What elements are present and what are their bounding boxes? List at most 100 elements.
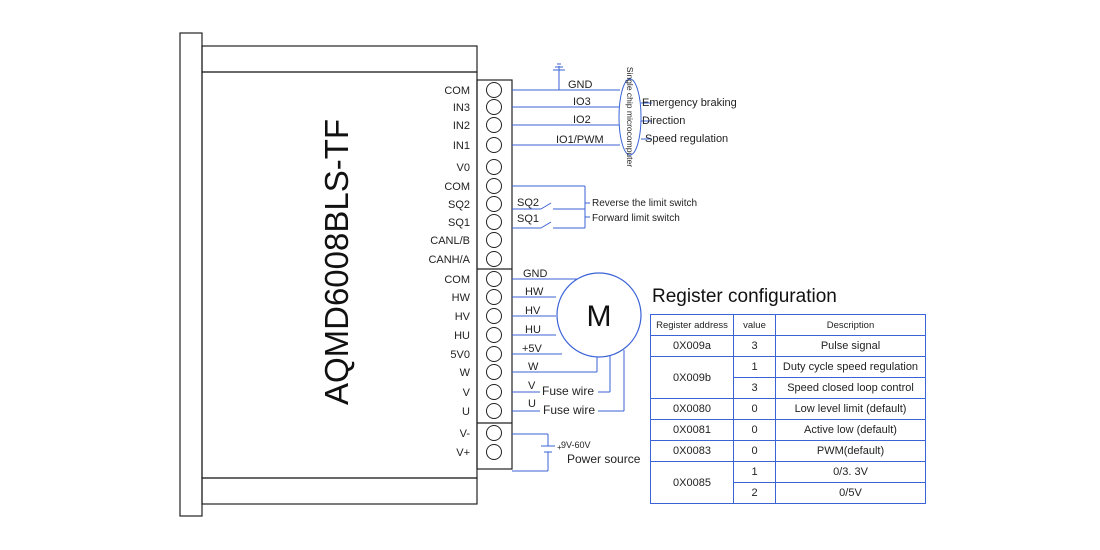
func-speed-label: Speed regulation: [645, 133, 728, 145]
motor-label: M: [587, 300, 612, 333]
register-address: 0X0083: [650, 440, 734, 462]
terminal-label: U: [462, 406, 470, 418]
terminal-label: W: [460, 367, 471, 379]
terminal-screw: [486, 178, 502, 194]
plus-sign: +: [557, 443, 562, 452]
register-value: 0: [733, 398, 776, 420]
power-source-label: Power source: [567, 452, 641, 466]
register-header-row: Register address value Description: [650, 314, 926, 336]
wire-io2-label: IO2: [573, 114, 591, 126]
terminal-label: V-: [460, 428, 471, 440]
terminal-label: HV: [455, 311, 471, 323]
terminal-label: COM: [444, 85, 470, 97]
terminal-screw: [486, 346, 502, 362]
terminal-label: IN2: [453, 120, 470, 132]
control-wires: [512, 63, 652, 146]
terminal-screw: [486, 232, 502, 248]
terminal-screw: [486, 214, 502, 230]
register-value: 2: [733, 482, 776, 504]
forward-limit-label: Forward limit switch: [592, 213, 680, 224]
register-value: 3: [733, 335, 776, 357]
register-value: 0: [733, 440, 776, 462]
terminal-screw: [486, 425, 502, 441]
terminal-screw: [486, 403, 502, 419]
terminal-label: IN1: [453, 140, 470, 152]
terminal-label: V: [463, 387, 471, 399]
terminal-label: V+: [456, 447, 470, 459]
register-address: 0X0085: [650, 461, 734, 504]
terminal-label: CANL/B: [430, 235, 470, 247]
terminal-screw: [486, 159, 502, 175]
terminal-screw: [486, 271, 502, 287]
terminal-screw: [486, 251, 502, 267]
terminal-screw: [486, 137, 502, 153]
terminal-label: COM: [444, 181, 470, 193]
register-value: 1: [733, 356, 776, 378]
terminal-screw: [486, 384, 502, 400]
power-wires: [512, 433, 555, 472]
terminal-screw: [486, 196, 502, 212]
terminal-label: COM: [444, 274, 470, 286]
register-address: 0X0080: [650, 398, 734, 420]
register-description: Low level limit (default): [775, 398, 926, 420]
mcu-label: Single chip microcomputer: [625, 67, 635, 167]
terminal-label: CANH/A: [428, 254, 470, 266]
limit-switch-wires: [512, 185, 590, 229]
model-label: AQMD6008BLS-TF: [318, 119, 355, 405]
terminal-label: SQ1: [448, 217, 470, 229]
register-table: Register address value Description 0X009…: [650, 314, 926, 504]
wire-io3-label: IO3: [573, 96, 591, 108]
sq2-wire-label: SQ2: [517, 197, 539, 209]
motor-circle: [556, 272, 642, 358]
terminal-screw: [486, 289, 502, 305]
header-description: Description: [775, 314, 926, 336]
register-title: Register configuration: [652, 286, 837, 307]
header-address: Register address: [650, 314, 734, 336]
motor-wires: [512, 278, 625, 412]
terminal-label: HW: [452, 292, 471, 304]
terminal-screw: [486, 308, 502, 324]
motor-hw-label: HW: [525, 286, 544, 298]
mcu-outline: [618, 78, 642, 156]
terminal-screw: [486, 82, 502, 98]
fuse-u-label: Fuse wire: [543, 403, 595, 417]
register-description: 0/3. 3V: [775, 461, 926, 483]
register-address: 0X009b: [650, 356, 734, 399]
register-address: 0X009a: [650, 335, 734, 357]
register-description: Pulse signal: [775, 335, 926, 357]
register-description: Active low (default): [775, 419, 926, 441]
func-direction-label: Direction: [642, 115, 685, 127]
wire-io1-label: IO1/PWM: [556, 134, 604, 146]
sq1-wire-label: SQ1: [517, 213, 539, 225]
terminal-label: IN3: [453, 102, 470, 114]
terminal-block: COMIN3IN2IN1V0COMSQ2SQ1CANL/BCANH/ACOMHW…: [428, 82, 502, 460]
terminal-screw: [486, 327, 502, 343]
power-range-label: 9V-60V: [561, 440, 591, 450]
header-value: value: [733, 314, 776, 336]
terminal-screw: [486, 99, 502, 115]
terminal-label: HU: [454, 330, 470, 342]
register-description: Duty cycle speed regulation: [775, 356, 926, 378]
register-value: 1: [733, 461, 776, 483]
reverse-limit-label: Reverse the limit switch: [592, 198, 697, 209]
wire-gnd-label: GND: [568, 79, 593, 91]
register-value: 0: [733, 419, 776, 441]
driver-housing: [179, 32, 513, 517]
terminal-screw: [486, 117, 502, 133]
register-description: Speed closed loop control: [775, 377, 926, 399]
terminal-label: SQ2: [448, 199, 470, 211]
motor-5v-label: +5V: [522, 343, 543, 355]
register-address: 0X0081: [650, 419, 734, 441]
register-description: 0/5V: [775, 482, 926, 504]
terminal-screw: [486, 364, 502, 380]
terminal-label: V0: [457, 162, 470, 174]
terminal-screw: [486, 444, 502, 460]
terminal-label: 5V0: [450, 349, 470, 361]
